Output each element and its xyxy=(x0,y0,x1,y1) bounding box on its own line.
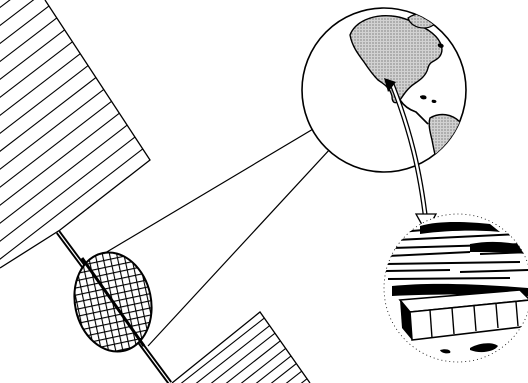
earth-globe xyxy=(302,8,466,172)
inset-circle xyxy=(384,214,528,364)
